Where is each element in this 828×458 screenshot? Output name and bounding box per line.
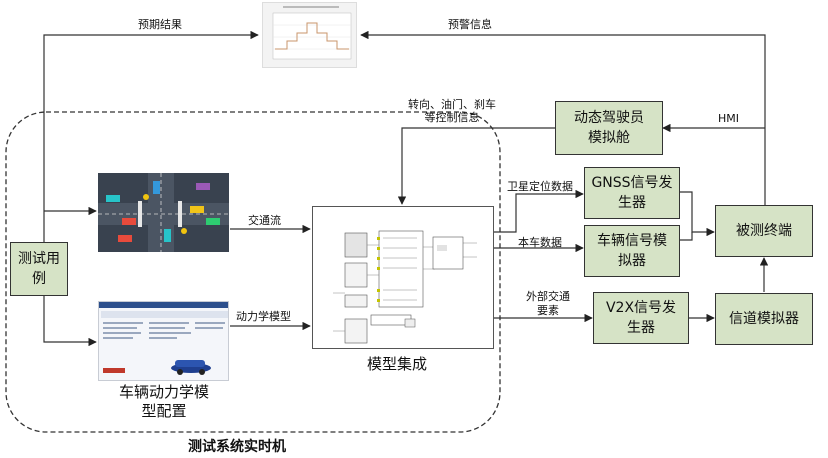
- label-external-traffic: 外部交通 要素: [526, 290, 570, 317]
- gnss-generator-box: GNSS信号发 生器: [584, 167, 680, 219]
- arrow-sat-data: [494, 189, 584, 233]
- block-diagram-graphic: [333, 230, 477, 344]
- label-vehicle-data: 本车数据: [518, 236, 562, 249]
- arrow-to-dynamics: [43, 295, 97, 347]
- test-case-box: 测试用 例: [10, 242, 68, 296]
- label-dynamics-model: 动力学模型: [236, 310, 291, 323]
- label-model-integration: 模型集成: [367, 355, 428, 373]
- v2x-generator-box: V2X信号发 生器: [593, 292, 689, 344]
- label-control-info: 转向、油门、刹车 等控制信息: [408, 98, 496, 124]
- driver-cabin-box: 动态驾驶员 模拟舱: [555, 101, 663, 155]
- label-hmi: HMI: [718, 112, 740, 125]
- channel-simulator-box: 信道模拟器: [715, 293, 813, 345]
- model-integration-image: [312, 206, 494, 349]
- device-under-test-box: 被测终端: [715, 205, 813, 257]
- label-realtime-system: 测试系统实时机: [188, 439, 286, 455]
- traffic-scene-image: [98, 173, 229, 252]
- intersection-graphic: [98, 173, 229, 252]
- step-curve-graphic: [272, 6, 352, 60]
- label-expected-result: 预期结果: [138, 18, 182, 31]
- label-sat-data: 卫星定位数据: [507, 180, 573, 193]
- line-vehicle-to-dut: [680, 232, 693, 241]
- arrow-gnss-to-dut: [680, 191, 715, 237]
- realtime-system-boundary: [5, 111, 501, 433]
- arrow-warning-info: [360, 30, 766, 205]
- software-ui-graphic: [99, 302, 228, 375]
- arrow-control-info: [397, 127, 555, 205]
- vehicle-signal-simulator-box: 车辆信号模 拟器: [584, 225, 680, 277]
- label-vehicle-dynamics-config: 车辆动力学模 型配置: [118, 383, 209, 420]
- result-plot-thumbnail: [262, 2, 357, 68]
- label-warning-info: 预警信息: [448, 18, 492, 31]
- label-traffic-flow: 交通流: [248, 214, 281, 227]
- dynamics-software-image: [98, 301, 229, 381]
- arrow-expected-result: [43, 30, 259, 242]
